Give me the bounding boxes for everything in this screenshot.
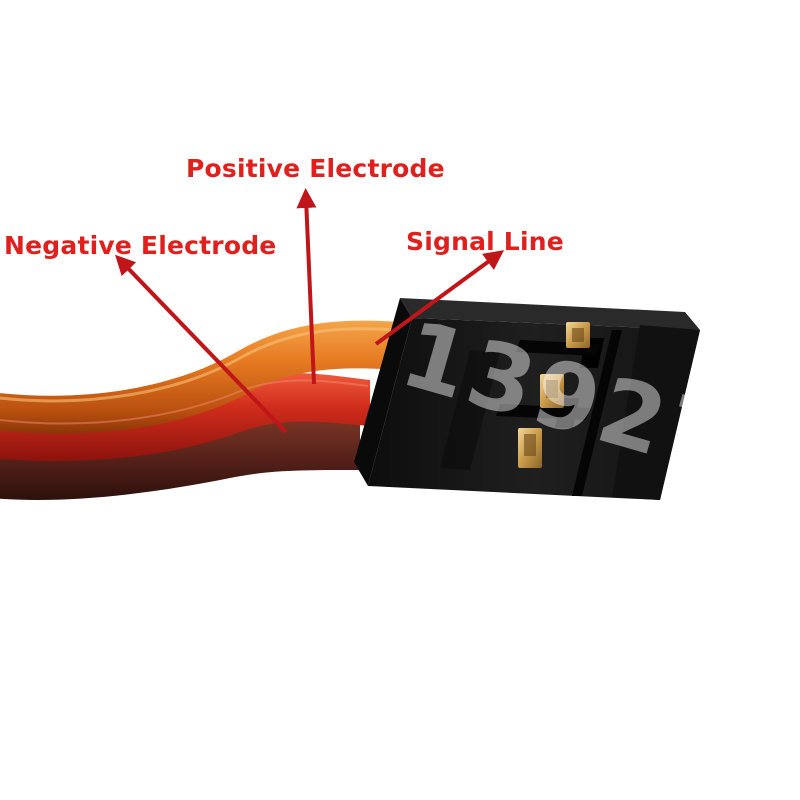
arrow-positive <box>296 188 317 385</box>
pin-negative <box>518 428 542 468</box>
wire-bundle <box>0 320 400 500</box>
label-signal-line: Signal Line <box>406 227 564 256</box>
connector-housing <box>354 298 700 500</box>
wire-negative <box>0 418 360 500</box>
connector-pins <box>518 322 590 468</box>
arrow-negative <box>115 254 288 434</box>
arrow-signal <box>374 250 505 346</box>
pin-signal <box>566 322 590 348</box>
label-positive-electrode: Positive Electrode <box>186 154 445 183</box>
callout-arrows <box>115 188 505 434</box>
pin-positive <box>540 374 564 408</box>
label-negative-electrode: Negative Electrode <box>4 231 277 260</box>
